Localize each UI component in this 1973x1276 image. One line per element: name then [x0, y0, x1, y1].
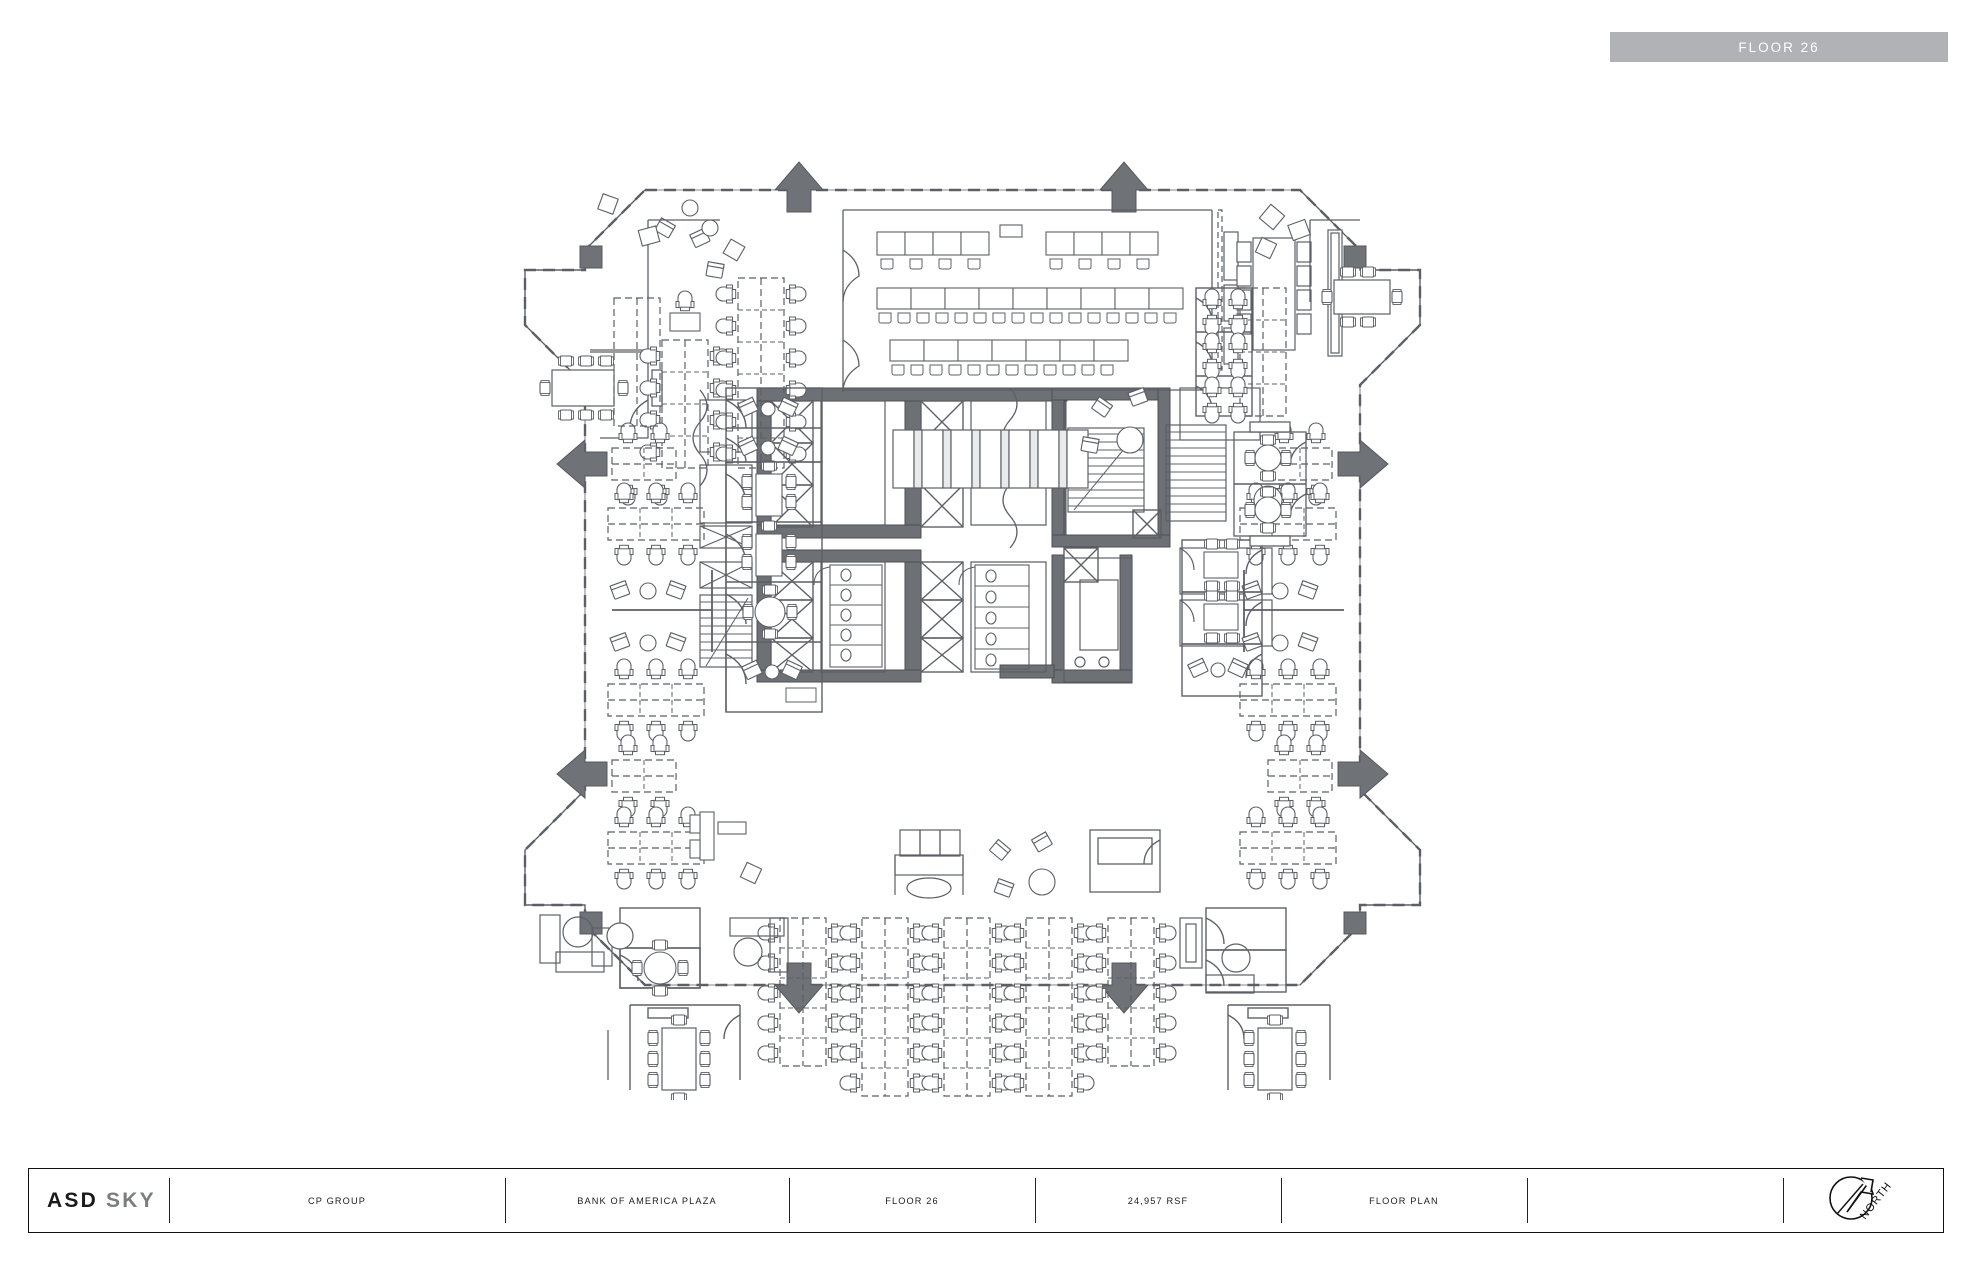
- northeast-offices: [1195, 287, 1253, 423]
- floor-plan-svg: [523, 161, 1422, 1100]
- logo-primary: ASD: [47, 1188, 98, 1212]
- north-arrow-cell: NORTH: [1783, 1169, 1943, 1232]
- shelving-bank: [892, 429, 1089, 489]
- restrooms: [813, 564, 1030, 670]
- west-workstations-upper: [639, 277, 807, 469]
- northeast-corner-conference: [1309, 219, 1403, 328]
- east-interior-offices: [1181, 538, 1263, 697]
- title-block: ASD SKY CP GROUP BANK OF AMERICA PLAZA F…: [28, 1168, 1944, 1233]
- logo-secondary: SKY: [106, 1188, 156, 1212]
- training-tables-row2: [876, 287, 1184, 310]
- client-label: CP GROUP: [307, 1195, 367, 1206]
- southeast-suite: [1179, 907, 1331, 1100]
- training-tables-row1: [876, 224, 1159, 256]
- building-core: [692, 387, 1273, 684]
- training-chairs-row2: [878, 312, 1177, 324]
- sheet-title-label: FLOOR PLAN: [1369, 1195, 1439, 1206]
- training-chairs-row3: [891, 364, 1114, 376]
- elevator-shafts: [770, 400, 1162, 673]
- floor-label: FLOOR 26: [885, 1195, 939, 1206]
- southwest-corner-conference: [607, 1030, 609, 1080]
- training-chairs-row1: [880, 258, 1150, 270]
- south-cafe-lounge: [894, 829, 1161, 899]
- north-arrow-icon: NORTH: [1829, 1175, 1894, 1221]
- floor-plan-drawing: [0, 70, 1973, 1100]
- project-cell: BANK OF AMERICA PLAZA: [505, 1169, 789, 1232]
- floor-cell: FLOOR 26: [789, 1169, 1035, 1232]
- southwest-suite: [539, 907, 789, 1100]
- west-upper-offices: [725, 387, 823, 463]
- misc-furniture: [597, 193, 1311, 885]
- area-cell: 24,957 RSF: [1035, 1169, 1281, 1232]
- upper-workstation-banks: [613, 297, 661, 427]
- northwest-corner-lounge: [590, 199, 725, 351]
- north-training-room: [842, 209, 1213, 393]
- training-tables-row3: [889, 339, 1129, 362]
- floor-tag-label: FLOOR 26: [1738, 39, 1820, 55]
- north-label: NORTH: [1858, 1179, 1894, 1221]
- east-stair-suites: [1233, 421, 1307, 547]
- floor-tag-banner: FLOOR 26: [1610, 32, 1948, 62]
- office-tables: [741, 460, 817, 703]
- client-cell: CP GROUP: [169, 1169, 505, 1232]
- firm-logo: ASD SKY: [29, 1169, 169, 1232]
- north-lounge-cluster: [1080, 387, 1149, 454]
- project-label: BANK OF AMERICA PLAZA: [577, 1195, 717, 1206]
- west-perimeter-workstations: [607, 422, 713, 889]
- sheet-title-cell: FLOOR PLAN: [1281, 1169, 1527, 1232]
- area-label: 24,957 RSF: [1127, 1195, 1189, 1206]
- blank-cell: [1527, 1169, 1783, 1232]
- corner-bays: [524, 189, 1421, 986]
- south-open-workstations: [757, 917, 1177, 1097]
- core-casework: [689, 811, 747, 861]
